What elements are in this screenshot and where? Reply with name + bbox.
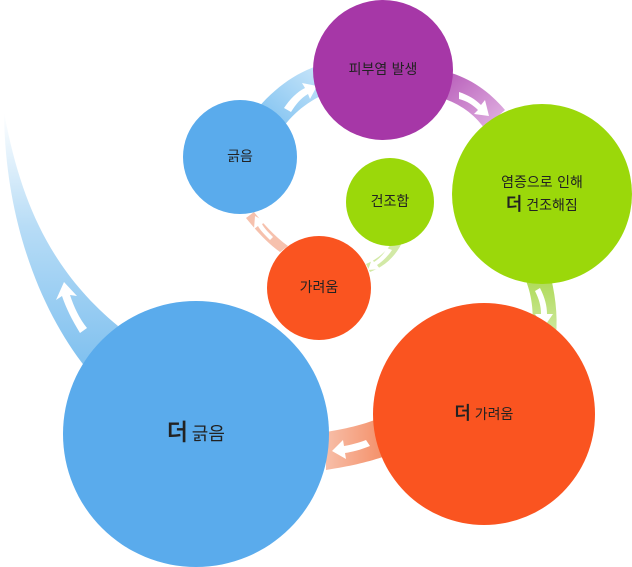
arrow-inflammation-to-dryness [459,92,489,116]
node-more-itching-rest: 가려움 [474,406,514,423]
arrow-more-itching-to-more-scratching [332,440,370,459]
emphasis-more: 더 [506,194,523,215]
arrow-itching-to-scratching [254,216,273,240]
node-dryness: 건조함 [346,158,434,246]
node-itching-label: 가려움 [299,280,339,296]
node-dryness-worsens-line1: 염증으로 인해 [501,174,583,191]
node-more-scratching-rest: 긁음 [191,424,225,445]
emphasis-more: 더 [454,403,471,424]
return-arc-big [4,112,118,368]
node-skin-inflammation-label: 피부염 발생 [348,62,418,78]
node-itching: 가려움 [267,236,371,340]
node-dryness-worsens-rest: 건조해짐 [526,197,578,214]
node-dryness-label: 건조함 [370,194,410,210]
arrow-dryness-to-itching [368,248,392,270]
return-arc-big-arrow [56,282,87,333]
emphasis-more: 더 [167,420,188,446]
node-skin-inflammation: 피부염 발생 [313,0,453,140]
arrow-scratch-to-inflammation [284,83,317,112]
node-scratching: 긁음 [183,100,297,214]
node-scratching-label: 긁음 [227,149,253,165]
